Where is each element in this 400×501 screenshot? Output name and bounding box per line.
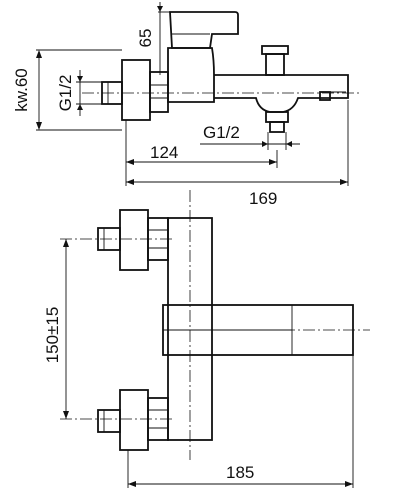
inlet-thread-label: G1/2 <box>56 75 75 112</box>
upper-inlet <box>97 209 169 271</box>
inlet-eccentric-side <box>101 59 169 121</box>
mixer-body-side <box>167 47 215 103</box>
outlet-thread-label: G1/2 <box>203 123 240 142</box>
side-view: kw.60 G1/2 65 G1/2 124 169 <box>12 2 360 208</box>
top-height-label: 65 <box>136 29 155 48</box>
inlet-spacing-label: 150±15 <box>43 307 62 364</box>
total-depth-label: 169 <box>249 189 277 208</box>
wall-distance-label: kw.60 <box>12 68 31 111</box>
front-view: 150±15 185 <box>43 190 370 488</box>
outlet-fitting <box>265 111 289 133</box>
total-width-label: 185 <box>226 463 254 482</box>
spout-reach-label: 124 <box>150 143 178 162</box>
lever-handle <box>169 11 239 49</box>
lower-inlet <box>97 389 169 451</box>
diverter-knob <box>261 45 289 76</box>
spout <box>214 74 349 113</box>
